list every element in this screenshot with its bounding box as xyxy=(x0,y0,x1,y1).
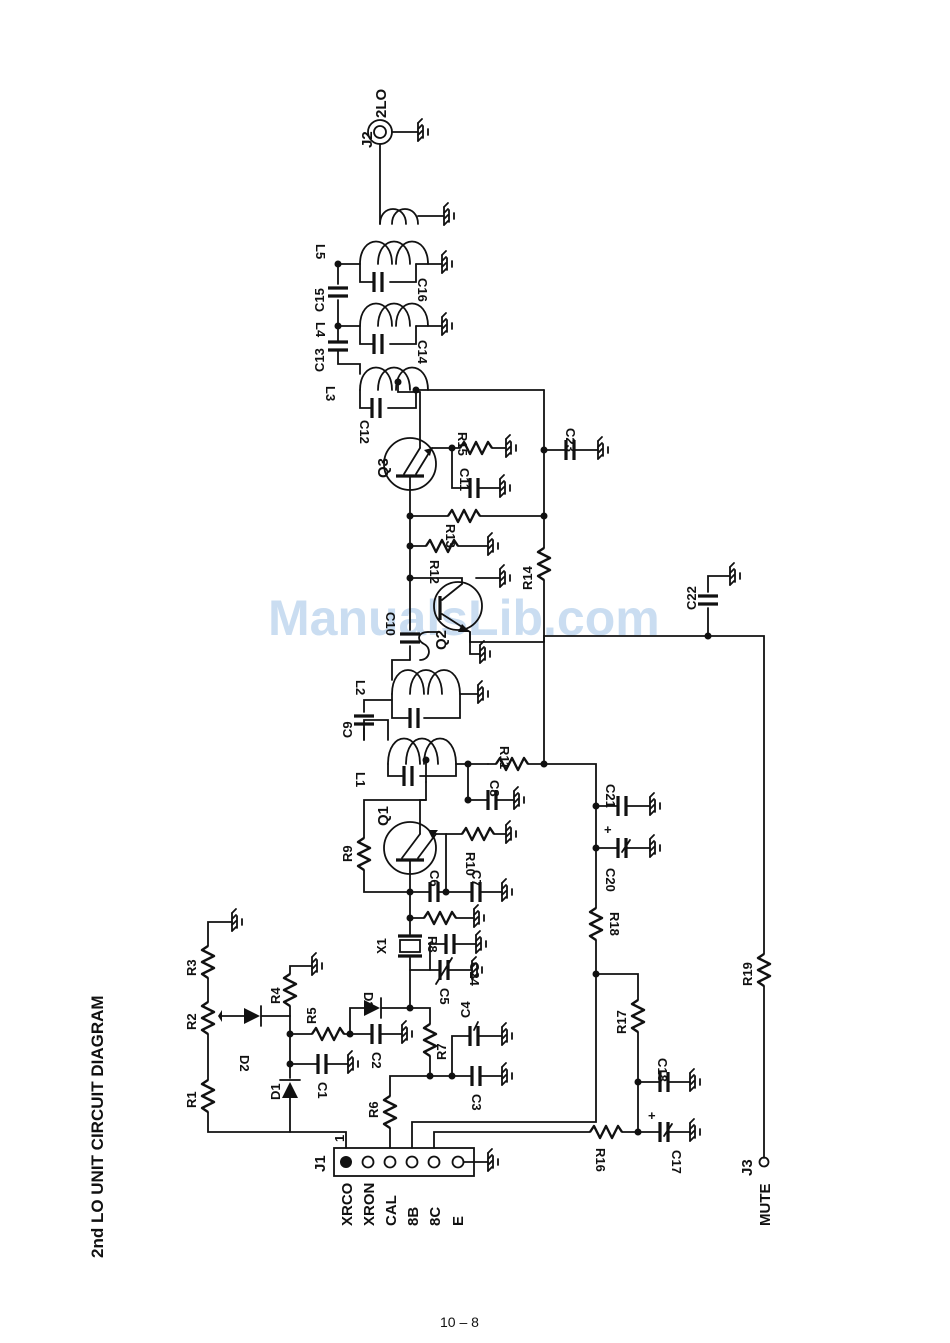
c3-label: C3 xyxy=(469,1094,484,1111)
r18-label: R18 xyxy=(607,912,622,936)
c20-plus: + xyxy=(604,822,612,837)
j1-pin-8b: 8B xyxy=(405,1207,422,1226)
r13-label: R13 xyxy=(443,524,458,548)
c8-label: C8 xyxy=(487,780,502,797)
c4-label: C4 xyxy=(458,1001,473,1018)
d2-label: D2 xyxy=(237,1055,252,1072)
watermark: ManualsLib.com xyxy=(268,590,660,646)
j1-pin-e: E xyxy=(450,1216,467,1226)
d1-label: D1 xyxy=(268,1083,283,1100)
c5-label: C5 xyxy=(437,988,452,1005)
r16-label: R16 xyxy=(593,1148,608,1172)
q1-label: Q1 xyxy=(375,806,392,826)
l4-label: L4 xyxy=(313,322,328,338)
r19-label: R19 xyxy=(740,962,755,986)
r11-label: R11 xyxy=(497,746,512,769)
r9-label: R9 xyxy=(340,845,355,862)
j1-pin-8c: 8C xyxy=(427,1207,444,1226)
j1-pin1-label: 1 xyxy=(332,1135,347,1142)
r6-label: R6 xyxy=(366,1101,381,1118)
j3-label: J3 xyxy=(739,1159,756,1176)
r4-label: R4 xyxy=(268,987,283,1004)
r5-label: R5 xyxy=(304,1007,319,1024)
j2-signal-label: 2LO xyxy=(373,88,390,118)
c9-label: C9 xyxy=(340,721,355,738)
l2-label: L2 xyxy=(353,680,368,695)
l1-label: L1 xyxy=(353,772,368,787)
j1-pin-xron: XRON xyxy=(361,1183,378,1226)
c12-label: C12 xyxy=(357,420,372,444)
c11-label: C11 xyxy=(457,468,472,491)
j1-label: J1 xyxy=(312,1155,329,1172)
c10-label: C10 xyxy=(383,612,398,636)
r8-label: R8 xyxy=(425,936,440,953)
r3-label: R3 xyxy=(184,959,199,976)
c20-label: C20 xyxy=(603,868,618,892)
r14-label: R14 xyxy=(520,565,535,590)
x1-label: X1 xyxy=(374,938,389,954)
j2-label: J2 xyxy=(359,131,376,148)
d3-label: D3 xyxy=(361,992,376,1009)
c6-label: C6 xyxy=(427,870,442,887)
r2-label: R2 xyxy=(184,1013,199,1030)
q2-label: Q2 xyxy=(433,630,450,650)
c13-label: C13 xyxy=(312,348,327,372)
r17-label: R17 xyxy=(614,1010,629,1034)
diagram-title: 2nd LO UNIT CIRCUIT DIAGRAM xyxy=(88,995,107,1258)
c24-label: C24 xyxy=(467,962,482,987)
j1-pin-cal: CAL xyxy=(383,1195,400,1226)
j1-connector: J1 1 XRCO XRON CAL 8B 8C E xyxy=(312,1135,474,1226)
c18-label: C18 xyxy=(655,1058,670,1082)
c1-label: C1 xyxy=(315,1082,330,1099)
l3-label: L3 xyxy=(323,386,338,401)
q3-label: Q3 xyxy=(375,458,392,478)
c16-label: C16 xyxy=(415,278,430,302)
c17-label: C17 xyxy=(669,1150,684,1174)
c2-label: C2 xyxy=(369,1052,384,1069)
c14-label: C14 xyxy=(415,340,430,365)
c15-label: C15 xyxy=(312,288,327,312)
r7-label: R7 xyxy=(434,1043,449,1060)
r12-label: R12 xyxy=(427,560,442,584)
r15-label: R15 xyxy=(455,432,470,456)
c23-label: C23 xyxy=(563,428,578,452)
c17-plus: + xyxy=(648,1108,656,1123)
c22-label: C22 xyxy=(684,586,699,610)
r10-label: R10 xyxy=(463,852,478,876)
j1-pin-xrco: XRCO xyxy=(339,1182,356,1226)
j3-signal-label: MUTE xyxy=(757,1184,774,1227)
page-number: 10 – 8 xyxy=(440,1314,479,1330)
c21-label: C21 xyxy=(603,784,618,808)
r1-label: R1 xyxy=(184,1091,199,1108)
l5-label: L5 xyxy=(313,244,328,259)
